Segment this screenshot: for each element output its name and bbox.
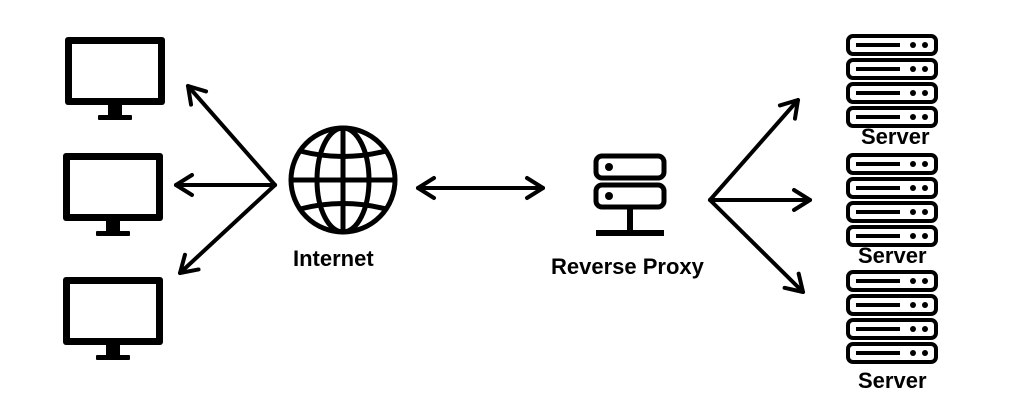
monitor-icon — [63, 153, 163, 236]
arrow-to-client-3 — [178, 183, 277, 275]
monitor-icon — [63, 277, 163, 360]
client-monitor-3 — [63, 277, 163, 360]
globe-icon — [288, 125, 398, 235]
proxy-server-icon — [593, 153, 667, 236]
server-rack-3 — [848, 272, 936, 362]
arrow-to-server-3 — [708, 198, 805, 294]
internet-label: Internet — [293, 246, 374, 271]
server-label-2: Server — [858, 243, 927, 268]
monitor-icon — [65, 37, 165, 120]
server-rack-1 — [848, 36, 936, 126]
server-rack-2 — [848, 155, 936, 245]
server-rack-icon — [848, 36, 936, 126]
reverse-proxy-label: Reverse Proxy — [551, 254, 704, 279]
server-rack-icon — [848, 155, 936, 245]
client-monitor-2 — [63, 153, 163, 236]
client-monitor-1 — [65, 37, 165, 120]
arrows-to-servers — [708, 98, 812, 294]
server-label-1: Server — [861, 124, 930, 149]
arrow-to-client-1 — [186, 84, 277, 187]
arrows-to-clients — [174, 84, 277, 275]
arrow-to-server-1 — [708, 98, 800, 202]
server-label-3: Server — [858, 368, 927, 393]
server-rack-icon — [848, 272, 936, 362]
arrow-internet-proxy — [416, 176, 545, 200]
